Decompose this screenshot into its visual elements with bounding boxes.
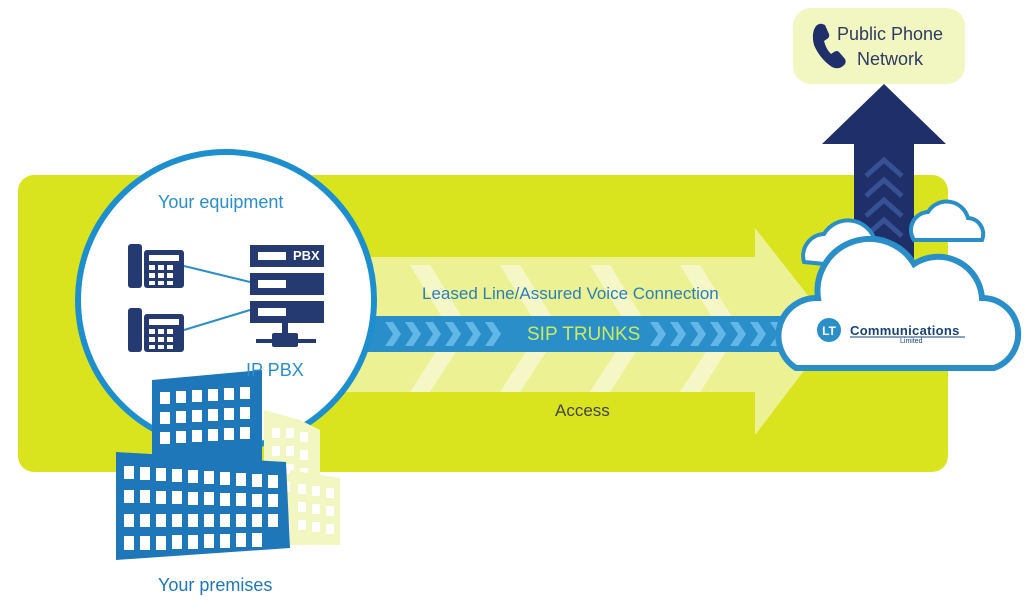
desk-phone-icon xyxy=(128,244,184,288)
ip-pbx-label: IP PBX xyxy=(246,360,304,380)
sip-trunks-label: SIP TRUNKS xyxy=(527,324,641,345)
company-logo: LT xyxy=(817,318,965,342)
up-arrow-icon xyxy=(822,84,946,262)
your-equipment-label: Your equipment xyxy=(158,192,284,212)
public-phone-line1: Public Phone xyxy=(836,24,944,44)
server-stack-icon xyxy=(250,245,324,347)
phone-link-line xyxy=(183,309,251,331)
desk-phone-icon xyxy=(128,308,184,352)
phone-handset-icon xyxy=(812,23,846,69)
leased-line-label: Leased Line/Assured Voice Connection xyxy=(422,284,719,303)
pbx-tag-label: PBX xyxy=(293,248,320,263)
public-phone-line2: Network xyxy=(856,49,923,69)
office-building-icon xyxy=(116,370,340,560)
your-premises-label: Your premises xyxy=(158,575,273,595)
phone-link-line xyxy=(183,265,251,283)
access-label: Access xyxy=(555,401,610,420)
logo-name: Communications xyxy=(850,323,960,338)
public-phone-network-label: Public Phone Network xyxy=(830,22,950,72)
logo-subtitle: Limited xyxy=(900,338,923,345)
svg-text:LT: LT xyxy=(822,324,836,338)
